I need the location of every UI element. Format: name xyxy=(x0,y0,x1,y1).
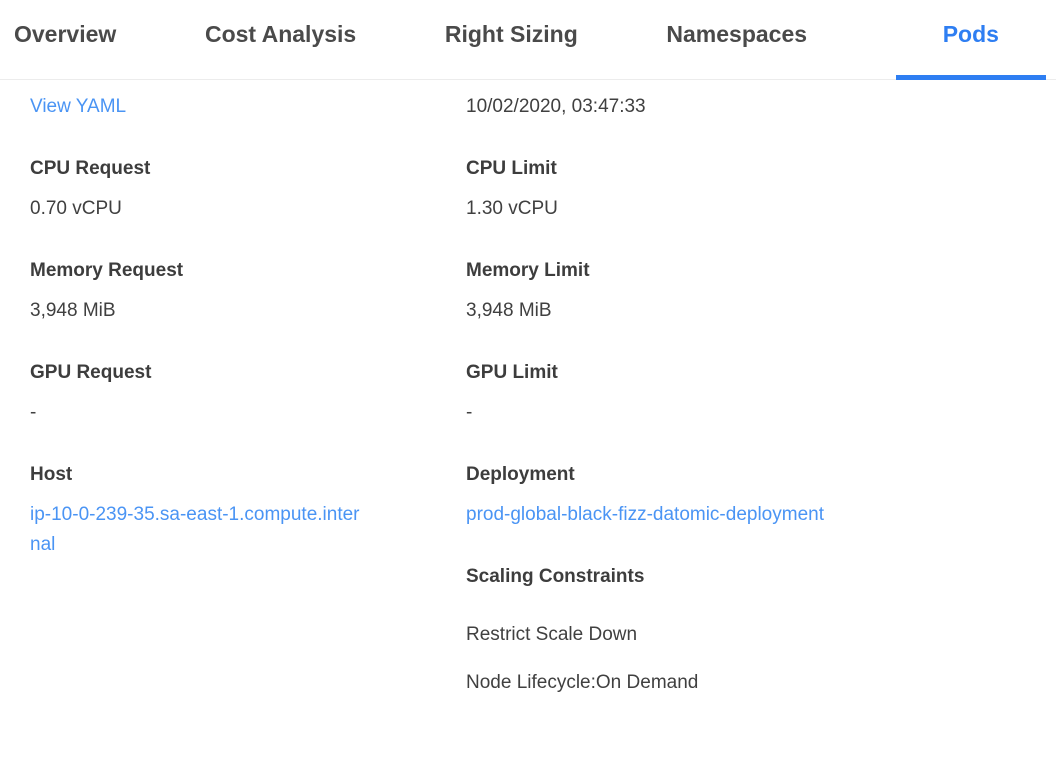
cpu-request-label: CPU Request xyxy=(30,158,151,179)
host-label: Host xyxy=(30,464,73,485)
field-scaling-constraints: Scaling Constraints Restrict Scale Down … xyxy=(466,562,1056,698)
gpu-limit-value: - xyxy=(466,402,473,423)
deployment-link[interactable]: prod-global-black-fizz-datomic-deploymen… xyxy=(466,504,824,525)
pod-detail-panel: View YAML CPU Request 0.70 vCPU Memory R… xyxy=(0,80,1056,730)
scaling-constraint-item: Restrict Scale Down xyxy=(466,624,638,645)
memory-request-label: Memory Request xyxy=(30,260,184,281)
tab-overview[interactable]: Overview xyxy=(14,21,117,47)
memory-request-value: 3,948 MiB xyxy=(30,300,116,321)
field-gpu-request: GPU Request - xyxy=(30,358,466,428)
cpu-limit-value: 1.30 vCPU xyxy=(466,198,558,219)
tab-namespaces[interactable]: Namespaces xyxy=(666,21,808,47)
field-cpu-request: CPU Request 0.70 vCPU xyxy=(30,154,466,224)
view-yaml-row: View YAML xyxy=(30,92,466,122)
view-yaml-link[interactable]: View YAML xyxy=(30,96,127,117)
tab-right-sizing[interactable]: Right Sizing xyxy=(444,21,578,47)
memory-limit-label: Memory Limit xyxy=(466,260,590,281)
field-memory-limit: Memory Limit 3,948 MiB xyxy=(466,256,1056,326)
field-memory-request: Memory Request 3,948 MiB xyxy=(30,256,466,326)
tab-bar: Overview Cost Analysis Right Sizing Name… xyxy=(0,0,1056,80)
field-deployment: Deployment prod-global-black-fizz-datomi… xyxy=(466,460,1056,530)
last-updated-timestamp: 10/02/2020, 03:47:33 xyxy=(466,96,646,117)
scaling-constraint-item: Node Lifecycle:On Demand xyxy=(466,672,699,693)
memory-limit-value: 3,948 MiB xyxy=(466,300,552,321)
host-link[interactable]: ip-10-0-239-35.sa-east-1.compute.interna… xyxy=(30,504,360,555)
scaling-constraints-label: Scaling Constraints xyxy=(466,566,645,587)
right-column: 10/02/2020, 03:47:33 CPU Limit 1.30 vCPU… xyxy=(466,92,1056,730)
gpu-request-value: - xyxy=(30,402,37,423)
field-host: Host ip-10-0-239-35.sa-east-1.compute.in… xyxy=(30,460,466,560)
deployment-label: Deployment xyxy=(466,464,575,485)
cpu-request-value: 0.70 vCPU xyxy=(30,198,122,219)
field-gpu-limit: GPU Limit - xyxy=(466,358,1056,428)
gpu-limit-label: GPU Limit xyxy=(466,362,558,383)
tab-cost-analysis[interactable]: Cost Analysis xyxy=(204,21,357,47)
cpu-limit-label: CPU Limit xyxy=(466,158,557,179)
tab-pods[interactable]: Pods xyxy=(895,0,1047,80)
gpu-request-label: GPU Request xyxy=(30,362,152,383)
left-column: View YAML CPU Request 0.70 vCPU Memory R… xyxy=(30,92,466,730)
field-cpu-limit: CPU Limit 1.30 vCPU xyxy=(466,154,1056,224)
